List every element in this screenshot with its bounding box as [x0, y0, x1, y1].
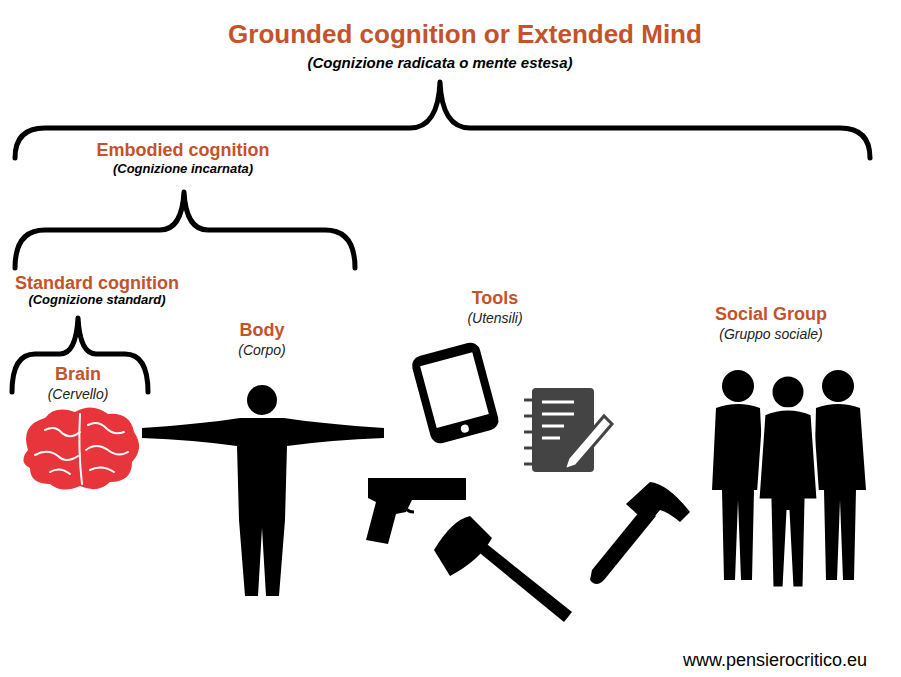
hammer-icon: [590, 482, 690, 584]
phone-icon: [410, 340, 501, 445]
part-name: Brain: [55, 364, 101, 385]
brace: [12, 318, 148, 392]
brain-icon: [23, 407, 139, 489]
group-subtitle: (Cognizione incarnata): [113, 162, 253, 177]
group-heading: Standard cognition: [15, 273, 179, 294]
notebook-icon: [524, 388, 612, 472]
axe-icon: [434, 516, 572, 622]
part-subtitle: (Utensili): [467, 310, 522, 326]
part-subtitle: (Gruppo sociale): [719, 326, 823, 342]
body-silhouette: [142, 385, 384, 596]
group-subtitle: (Cognizione standard): [28, 293, 165, 308]
part-name: Social Group: [715, 304, 827, 325]
part-subtitle: (Corpo): [238, 342, 285, 358]
watermark: www.pensierocritico.eu: [683, 650, 867, 671]
subtitle: (Cognizione radicata o mente estesa): [307, 54, 572, 71]
group-heading: Embodied cognition: [97, 140, 270, 161]
part-subtitle: (Cervello): [48, 386, 109, 402]
part-name: Body: [240, 320, 285, 341]
people-icon: [712, 370, 866, 588]
part-name: Tools: [472, 288, 519, 309]
brace: [15, 192, 355, 268]
diagram-title: Grounded cognition or Extended Mind: [228, 20, 702, 50]
